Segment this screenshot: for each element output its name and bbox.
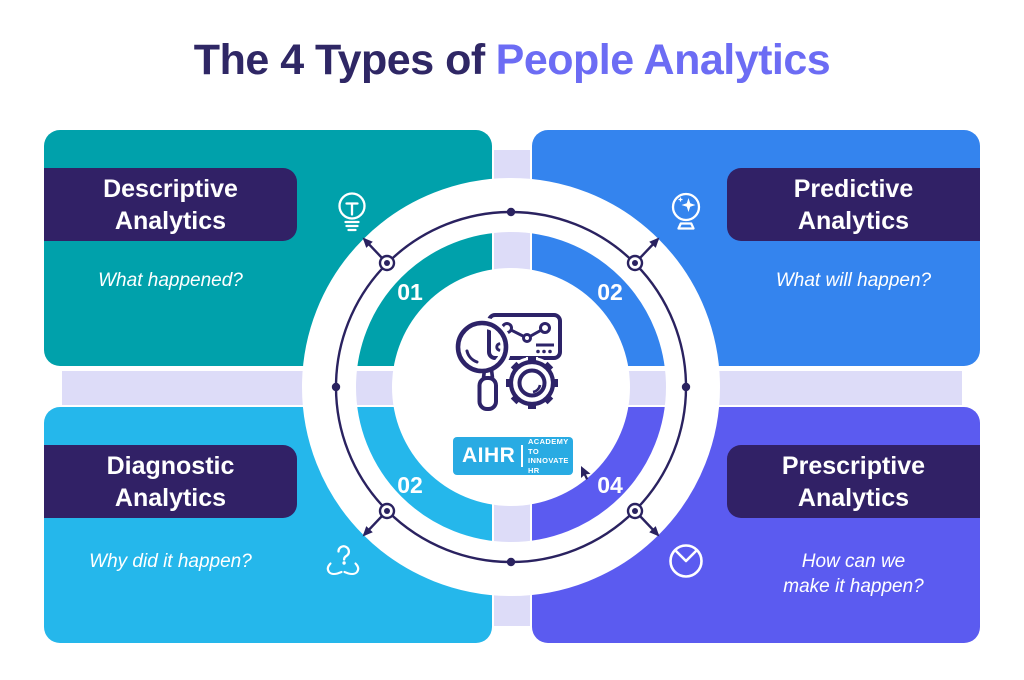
- label-predictive-analytics: Predictive Analytics: [727, 168, 980, 241]
- question-predictive: What will happen?: [775, 270, 932, 291]
- arrow-to-crystal-ball-icon: [638, 237, 660, 260]
- label-prescriptive-analytics: Prescriptive Analytics: [727, 445, 980, 518]
- gear: [506, 357, 558, 409]
- magnifier-chart-gear-icon: [452, 313, 562, 411]
- label-line: Analytics: [797, 206, 910, 235]
- step-number-prescriptive: 04: [597, 472, 623, 498]
- question-diagnostic: Why did it happen?: [89, 551, 252, 572]
- label-line: Prescriptive: [781, 451, 926, 480]
- step-number-predictive: 02: [597, 279, 623, 305]
- orbit-nodes: [378, 254, 644, 520]
- pie-chart-icon: [669, 544, 703, 578]
- label-line: Analytics: [797, 483, 910, 512]
- mouse-cursor-icon: [581, 466, 591, 480]
- label-line: Descriptive: [103, 174, 238, 203]
- arrow-to-lightbulb-icon: [362, 237, 384, 260]
- arrow-to-hands-question-icon: [362, 514, 384, 537]
- chart-dots: [536, 349, 552, 354]
- step-number-diagnostic: 02: [397, 472, 423, 498]
- magnifier: [452, 317, 512, 411]
- label-diagnostic-analytics: Diagnostic Analytics: [44, 445, 297, 518]
- title-highlight: People Analytics: [495, 36, 831, 84]
- label-line: Diagnostic: [106, 451, 235, 480]
- aihr-logo-name: AIHR: [462, 444, 516, 467]
- step-number-descriptive: 01: [397, 279, 423, 305]
- hands-question-icon: [326, 545, 360, 576]
- arrow-to-pie-chart-icon: [638, 514, 660, 537]
- label-line: Analytics: [114, 483, 227, 512]
- question-prescriptive: How can we make it happen?: [783, 551, 924, 597]
- logo-divider: [521, 445, 523, 467]
- question-descriptive: What happened?: [98, 270, 243, 291]
- lightbulb-icon: [338, 192, 366, 232]
- label-descriptive-analytics: Descriptive Analytics: [44, 168, 297, 241]
- label-line: Predictive: [793, 174, 914, 203]
- card-diagnostic-analytics: Diagnostic Analytics Why did it happen?: [44, 407, 492, 643]
- crystal-ball-icon: [671, 192, 701, 230]
- orbit-cardinal-dots: [331, 207, 691, 567]
- label-line: Analytics: [114, 206, 227, 235]
- outer-white-ring: [302, 178, 720, 596]
- aihr-logo-tagline: ACADEMY TO INNOVATE HR: [527, 437, 569, 475]
- orbit-arrows: [362, 237, 660, 537]
- aihr-logo: AIHR ACADEMY TO INNOVATE HR: [453, 437, 573, 475]
- title-prefix: The 4 Types of: [193, 36, 485, 84]
